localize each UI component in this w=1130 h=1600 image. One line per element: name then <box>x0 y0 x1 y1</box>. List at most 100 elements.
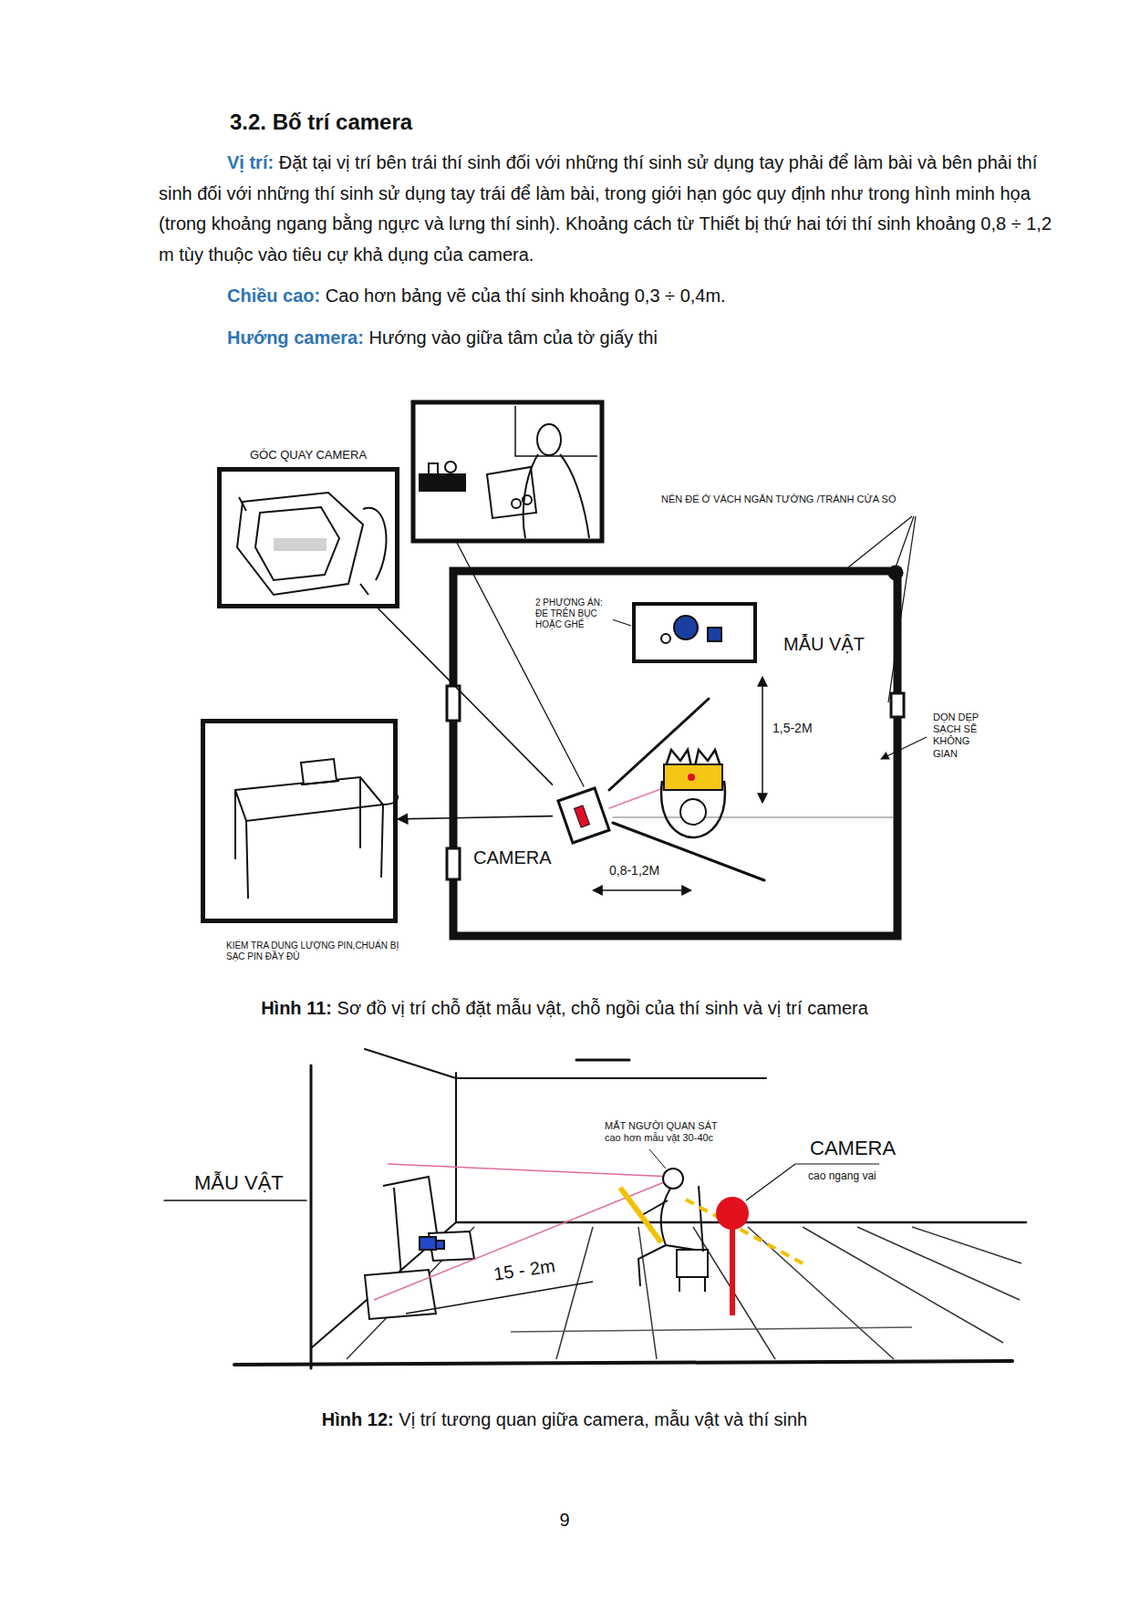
text-block: NÊN ĐỂ Ở VÁCH NGĂN TƯỜNG /TRÁNH CỬA SỔ <box>660 493 897 506</box>
candidate-seat <box>661 749 726 838</box>
table-sketch <box>235 758 398 899</box>
table-sketch <box>300 780 340 785</box>
specimen-objects <box>661 615 722 643</box>
camera-view-sketch <box>362 507 386 581</box>
text-block: 9 <box>518 1509 611 1531</box>
text-block: cao ngang vai <box>807 1169 878 1182</box>
candidate-sketch-inset <box>413 402 602 541</box>
leader-lines <box>881 736 927 759</box>
text-block: MẪU VẬT <box>193 1171 285 1195</box>
observer-figure <box>620 1168 708 1292</box>
part-label: MẪU VẬT <box>194 1171 284 1194</box>
camera-outline <box>552 784 613 847</box>
text-line: MẪU VẬT <box>194 1171 284 1195</box>
floor-lines <box>857 1226 1020 1300</box>
leader-lines <box>888 516 916 703</box>
room-perspective <box>164 1199 307 1202</box>
text-line: 0,8-1,2M <box>609 862 660 879</box>
section-title: 3.2. Bố trí camera <box>229 109 413 135</box>
camera-body <box>558 787 610 843</box>
dimension-lines <box>592 676 763 891</box>
room-perspective <box>311 1222 457 1348</box>
observer-figure <box>638 1244 666 1286</box>
observer-figure <box>679 1276 705 1292</box>
room-plan <box>446 565 904 936</box>
observer-figure <box>620 1187 662 1243</box>
camera-view-sketch <box>237 492 386 595</box>
leader-lines <box>895 516 914 568</box>
room-perspective <box>310 1065 313 1369</box>
text-block: MẮT NGƯỜI QUAN SÁT cao hơn mẫu vật 30-40… <box>603 1119 736 1144</box>
floor-lines <box>346 1226 1022 1359</box>
connectors <box>378 608 553 819</box>
sight-lines <box>373 1178 674 1300</box>
sight-lines <box>387 1163 674 1177</box>
text-block: DỌN DẸP SẠCH SẼ KHÔNG GIAN <box>932 711 993 760</box>
specimen-objects <box>707 627 722 642</box>
text-line: CAMERA <box>809 1136 896 1161</box>
node-label: GÓC QUAY CAMERA <box>248 447 368 463</box>
specimen-setup <box>419 1236 436 1250</box>
text-line: 15 - 2m <box>492 1254 557 1285</box>
observer-figure <box>661 1188 695 1250</box>
specimen-setup <box>383 1176 440 1276</box>
table-sketch <box>235 777 384 899</box>
equipment-inset: KIỂM TRA DUNG LƯỢNG PIN,CHUẨN BỊ SẠC PIN… <box>200 718 398 923</box>
note-label: NÊN ĐỂ Ở VÁCH NGĂN TƯỜNG /TRÁNH CỬA SỔ <box>661 493 896 505</box>
specimen-setup <box>428 1231 475 1261</box>
field-heading: Chiều cao: <box>227 285 321 306</box>
camera-view-sketch <box>273 538 327 551</box>
leader-lines <box>609 516 927 759</box>
table-sketch <box>300 758 337 785</box>
specimen-platform: MẪU VẬT <box>632 601 757 664</box>
text-line: MẮT NGƯỜI QUAN SÁT cao hơn mẫu vật 30-40… <box>604 1119 735 1144</box>
candidate-sketch-inset <box>428 463 438 475</box>
field-heading: Hướng camera: <box>227 327 364 348</box>
node-label: CAMERA <box>472 846 553 869</box>
floor-lines <box>346 1226 475 1359</box>
sight-lines <box>649 1149 666 1169</box>
leader-lines <box>848 516 913 568</box>
specimen-setup <box>364 1176 475 1319</box>
text-line: 2 PHƯƠNG ÁN: ĐỂ TRÊN BỤC HOẶC GHẾ <box>535 597 612 631</box>
camera-box: CAMERA <box>552 784 613 847</box>
text-block: 0,8-1,2M <box>608 862 661 879</box>
dimension-label: 15 - 2m <box>492 1254 557 1284</box>
caption-text: Sơ đồ vị trí chỗ đặt mẫu vật, chỗ ngồi c… <box>337 997 869 1018</box>
text-line: DỌN DẸP SẠCH SẼ KHÔNG GIAN <box>933 711 992 760</box>
text-block: 1,5-2M <box>771 720 814 737</box>
field-heading: Vị trí: <box>227 152 274 173</box>
candidate-sketch-inset <box>413 402 602 541</box>
node-label: KIỂM TRA DUNG LƯỢNG PIN,CHUẨN BỊ SẠC PIN… <box>225 940 410 963</box>
camera-view-sketch <box>255 507 340 581</box>
text-line: Vị trí:Đặt tại vị trí bên trái thí sinh … <box>158 147 1058 270</box>
caption-text: Vị trí tương quan giữa camera, mẫu vật v… <box>398 1409 808 1430</box>
candidate-seat <box>663 764 723 790</box>
observer-figure <box>663 1168 684 1189</box>
room-plan <box>453 570 898 936</box>
camera-stand <box>715 1196 749 1230</box>
text-line: cao ngang vai <box>808 1169 877 1182</box>
camera-lens <box>574 805 591 828</box>
text-block: 2 PHƯƠNG ÁN: ĐỂ TRÊN BỤC HOẶC GHẾ <box>534 597 613 631</box>
paragraph-text: Cao hơn bảng vẽ của thí sinh khoảng 0,3 … <box>325 285 726 306</box>
dimension-lines <box>592 889 692 892</box>
specimen-setup <box>364 1269 436 1319</box>
paragraph-text: Đặt tại vị trí bên trái thí sinh đối với… <box>158 152 1052 265</box>
room-plan <box>891 693 904 717</box>
room-perspective <box>455 1072 457 1223</box>
specimen-objects <box>673 615 698 640</box>
text-line: Hướng camera:Hướng vào giữa tâm của tờ g… <box>158 322 1058 354</box>
candidate-sketch-inset <box>522 495 532 505</box>
floor-lines <box>802 1226 1004 1343</box>
candidate-sketch-inset <box>537 424 561 456</box>
text-line: 9 <box>518 1509 611 1531</box>
room-perspective <box>364 1048 457 1079</box>
text-block: 15 - 2m <box>491 1254 558 1285</box>
candidate-sketch-inset <box>487 466 537 519</box>
text-block: Hình 11:Sơ đồ vị trí chỗ đặt mẫu vật, ch… <box>108 995 1021 1020</box>
text-line: Chiều cao:Cao hơn bảng vẽ của thí sinh k… <box>158 280 1058 312</box>
room-perspective <box>164 1048 1027 1369</box>
dimension-label: 0,8-1,2M <box>609 862 660 878</box>
text-block: Vị trí:Đặt tại vị trí bên trái thí sinh … <box>158 147 1058 364</box>
